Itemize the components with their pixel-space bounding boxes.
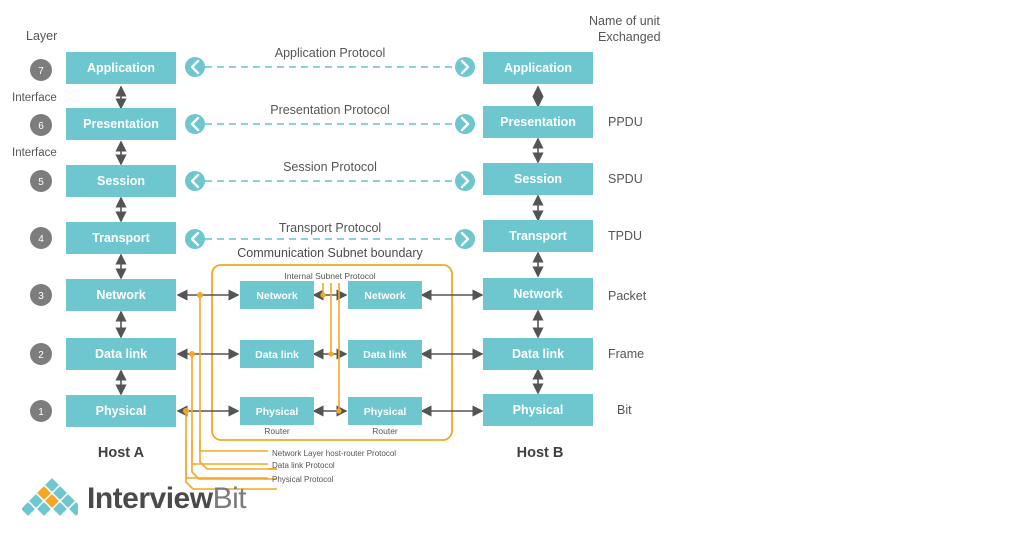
layer-badge-3-label: 3: [38, 291, 44, 302]
subnet-boundary-label: Communication Subnet boundary: [237, 246, 423, 260]
protocol-label-application: Application Protocol: [275, 46, 385, 60]
unit-name-physical: Bit: [617, 403, 632, 417]
interviewbit-logo: InterviewBit: [22, 478, 247, 520]
interface-label-7-6: Interface: [12, 92, 57, 104]
peer-protocol-line-presentation: [185, 114, 475, 134]
protocol-label-presentation: Presentation Protocol: [270, 103, 390, 117]
layer-badge-7: 7: [30, 59, 52, 81]
host-b-layer-transport[interactable]: Transport: [483, 220, 593, 252]
logo-name-bold: Interview: [87, 482, 213, 515]
host-a-layer-transport-label: Transport: [92, 231, 150, 245]
layer-badge-1: 1: [30, 400, 52, 422]
router-1-layer-network[interactable]: Network: [240, 281, 314, 309]
host-a-layer-data-link[interactable]: Data link: [66, 338, 176, 370]
host-a-layer-network-label: Network: [96, 288, 145, 302]
interviewbit-logo-mark: [22, 478, 78, 518]
host-b-layer-session[interactable]: Session: [483, 163, 593, 195]
host-b-stack: Application Presentation Session Transpo…: [483, 52, 593, 426]
host-a-layer-data-link-label: Data link: [95, 347, 147, 361]
layer-badge-4: 4: [30, 227, 52, 249]
layer-badge-4-label: 4: [38, 234, 44, 245]
interviewbit-logo-text: InterviewBit: [87, 482, 247, 515]
router-1-layer-data-link-label: Data link: [255, 349, 299, 361]
peer-protocol-line-session: [185, 171, 475, 191]
host-a-layer-physical-label: Physical: [96, 404, 147, 418]
host-a-layer-transport[interactable]: Transport: [66, 222, 176, 254]
layer-badge-3: 3: [30, 284, 52, 306]
host-a-layer-session[interactable]: Session: [66, 165, 176, 197]
protocol-label-transport: Transport Protocol: [279, 221, 381, 235]
router-1-layer-network-label: Network: [256, 290, 298, 302]
host-a-layer-presentation[interactable]: Presentation: [66, 108, 176, 140]
unit-name-transport: TPDU: [608, 229, 642, 243]
peer-protocol-lines: [185, 57, 475, 249]
router-2-layer-network[interactable]: Network: [348, 281, 422, 309]
unit-name-session: SPDU: [608, 172, 643, 186]
unit-name-data-link: Frame: [608, 347, 644, 361]
internal-subnet-protocol-label: Internal Subnet Protocol: [284, 271, 375, 281]
internal-subnet-protocol-lines: [322, 283, 340, 411]
router-2-layer-physical[interactable]: Physical: [348, 397, 422, 425]
router-1-label: Router: [264, 426, 290, 436]
legend-item-physical: Physical Protocol: [272, 475, 334, 484]
router-1-layer-data-link[interactable]: Data link: [240, 340, 314, 368]
logo-name-light: Bit: [212, 482, 247, 515]
host-router-protocol-dots: [183, 292, 203, 414]
layer-badge-7-label: 7: [38, 66, 44, 77]
legend-item-data-link: Data link Protocol: [272, 461, 335, 470]
layer-badge-2-label: 2: [38, 350, 44, 361]
host-a-layer-physical[interactable]: Physical: [66, 395, 176, 427]
interface-label-6-5: Interface: [12, 147, 57, 159]
layer-column-header: Layer: [26, 29, 57, 43]
unit-column-header-line1: Name of unit: [589, 14, 660, 28]
host-b-layer-network[interactable]: Network: [483, 278, 593, 310]
host-a-layer-presentation-label: Presentation: [83, 117, 159, 131]
router-1-stack: Network Data link Physical Router: [240, 281, 314, 436]
host-router-protocol-lines: [185, 295, 277, 490]
layer-badge-2: 2: [30, 343, 52, 365]
unit-name-presentation: PPDU: [608, 115, 643, 129]
host-b-layer-application[interactable]: Application: [483, 52, 593, 84]
internal-subnet-protocol-dots: [320, 292, 342, 414]
router-2-layer-network-label: Network: [364, 290, 406, 302]
legend-connector-lines: [185, 440, 268, 479]
layer-badge-6-label: 6: [38, 121, 44, 132]
router-2-stack: Network Data link Physical Router: [348, 281, 422, 436]
layer-badge-5-label: 5: [38, 177, 44, 188]
host-b-layer-physical-label: Physical: [513, 403, 564, 417]
router-2-layer-data-link[interactable]: Data link: [348, 340, 422, 368]
legend-item-network-layer: Network Layer host-router Protocol: [272, 449, 396, 458]
host-a-layer-application[interactable]: Application: [66, 52, 176, 84]
layer-badge-5: 5: [30, 170, 52, 192]
router-2-layer-data-link-label: Data link: [363, 349, 407, 361]
host-a-stack: Application Presentation Session Transpo…: [66, 52, 176, 427]
host-b-layer-session-label: Session: [514, 172, 562, 186]
host-a-layer-session-label: Session: [97, 174, 145, 188]
layer-badge-6: 6: [30, 114, 52, 136]
router-2-label: Router: [372, 426, 398, 436]
unit-name-network: Packet: [608, 289, 647, 303]
peer-protocol-line-application: [185, 57, 475, 77]
layer-badge-1-label: 1: [38, 407, 44, 418]
router-2-layer-physical-label: Physical: [364, 406, 407, 418]
host-a-layer-network[interactable]: Network: [66, 279, 176, 311]
host-b-layer-network-label: Network: [513, 287, 562, 301]
host-b-layer-presentation-label: Presentation: [500, 115, 576, 129]
peer-protocol-line-transport: [185, 229, 475, 249]
unit-column-header-line2: Exchanged: [598, 30, 661, 44]
host-b-layer-application-label: Application: [504, 61, 572, 75]
router-1-layer-physical-label: Physical: [256, 406, 299, 418]
host-b-layer-presentation[interactable]: Presentation: [483, 106, 593, 138]
router-1-layer-physical[interactable]: Physical: [240, 397, 314, 425]
host-b-layer-transport-label: Transport: [509, 229, 567, 243]
host-a-layer-application-label: Application: [87, 61, 155, 75]
host-b-layer-data-link-label: Data link: [512, 347, 564, 361]
host-b-label: Host B: [517, 445, 564, 461]
host-a-label: Host A: [98, 445, 145, 461]
host-b-layer-physical[interactable]: Physical: [483, 394, 593, 426]
protocol-label-session: Session Protocol: [283, 160, 377, 174]
host-b-layer-data-link[interactable]: Data link: [483, 338, 593, 370]
